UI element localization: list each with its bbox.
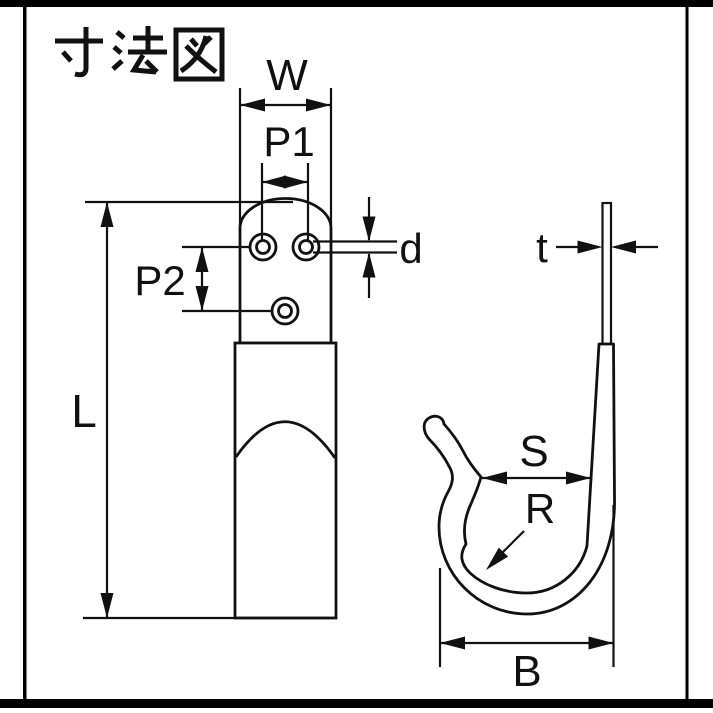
dimension-p1: P1 [260,118,315,241]
arrowhead [100,593,114,618]
kanji-sun [55,27,103,78]
dim-label-t: t [536,224,548,271]
arrowhead [100,202,114,227]
dim-label-p2: P2 [134,257,185,304]
extension-lines [83,200,336,620]
dimension-d: d [313,197,423,298]
frame-bottom [0,699,713,708]
extension-lines [438,505,615,667]
hole-outer [270,296,300,326]
arrowhead [577,240,603,254]
dimension-t: t [536,224,658,271]
arrowhead [195,247,209,272]
hole-outer [291,232,321,262]
hole-inner [277,303,293,319]
arrowhead [262,175,286,189]
dimension-p2: P2 [134,245,271,313]
arrowhead [362,216,376,242]
frame-right [685,7,689,699]
plate-outline [238,197,333,345]
title-kanji [55,26,225,82]
dim-label-w: W [266,51,308,100]
hole-inner [298,239,314,255]
arrowhead [240,98,265,112]
arrowhead [566,471,591,485]
dim-label-p1: P1 [263,118,314,165]
extension-lines [182,245,271,313]
front-view: W P1 P2 [71,51,423,620]
dim-label-s: S [519,427,548,476]
hook-body-front [233,341,338,620]
dimension-b: B [438,505,615,696]
frame-left [23,7,27,699]
dimension-r: R [486,485,555,570]
dim-label-l: L [71,385,97,437]
dim-label-d: d [399,225,422,272]
dimension-s: S [482,427,591,485]
dimension-l: L [71,200,336,620]
arrowhead [284,175,308,189]
kanji-zu [173,27,225,82]
extension-lines [313,240,397,254]
strip-profile [601,201,613,346]
leader-line [499,530,525,556]
arrowhead [440,636,465,650]
frame-top [0,0,713,7]
arrowhead [195,286,209,311]
hook-bend-arch [234,420,337,459]
arrowhead [588,636,614,650]
arrowhead [306,98,331,112]
kanji-hou [111,26,167,75]
arrowhead [362,252,376,278]
dim-label-b: B [512,647,541,696]
hook-profile [422,342,616,616]
dim-label-r: R [525,485,555,532]
arrowhead [611,240,636,254]
arrowhead [486,547,509,570]
arrowhead [482,471,507,485]
side-view: t S R B [422,201,658,696]
